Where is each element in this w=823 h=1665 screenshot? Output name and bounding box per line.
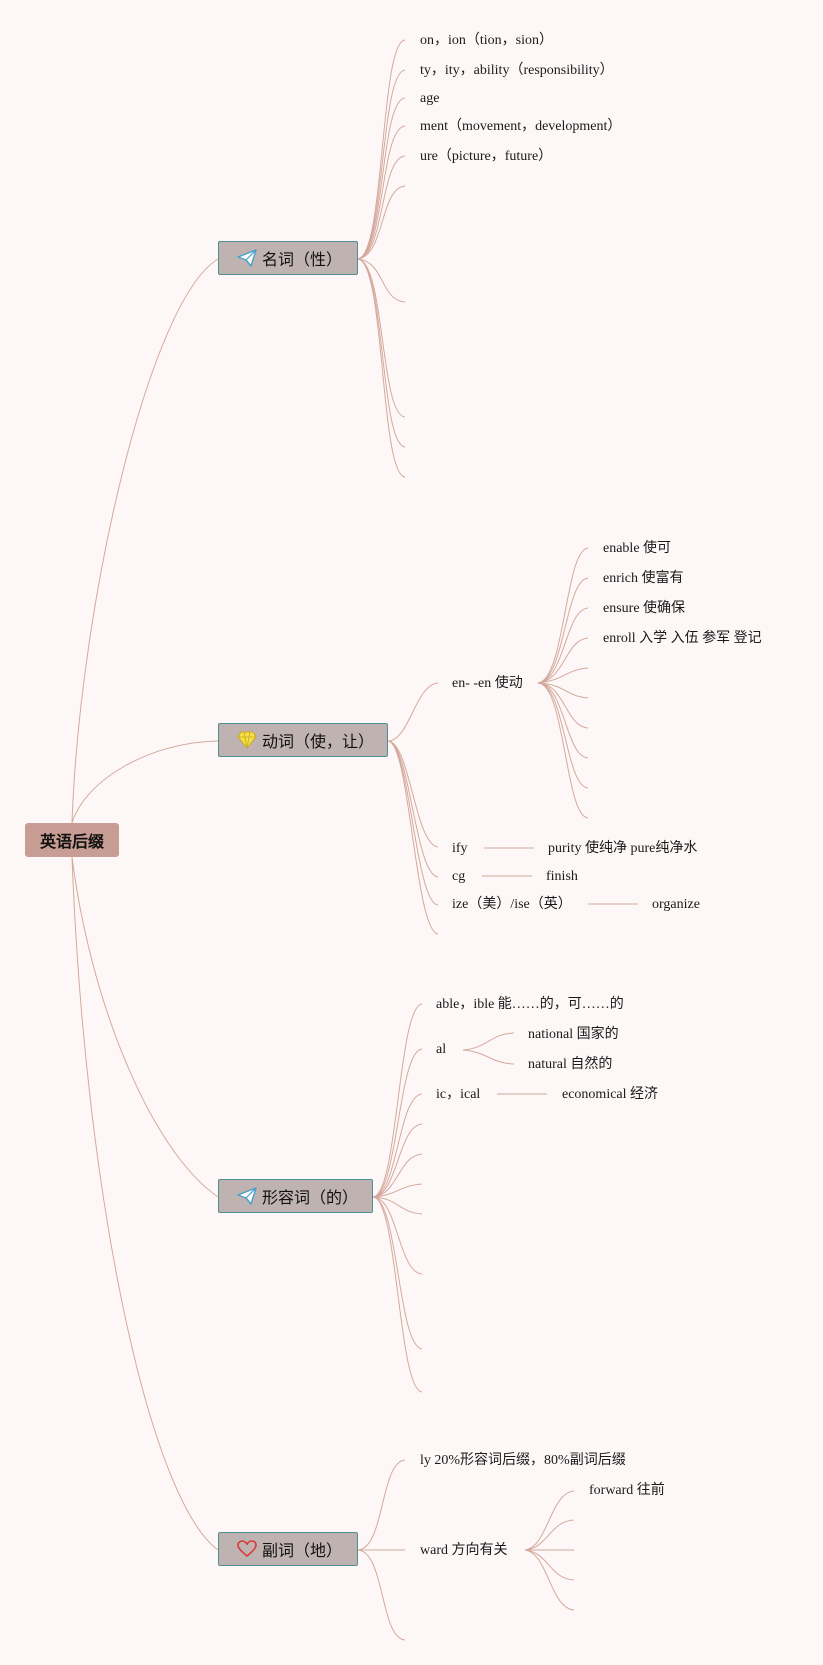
root-node[interactable]: 英语后缀: [25, 823, 119, 857]
suffix-example[interactable]: organize: [652, 897, 700, 912]
branch-verb[interactable]: 动词（使，让）: [218, 723, 388, 757]
adjective-item[interactable]: able，ible 能……的，可……的: [436, 997, 624, 1012]
suffix-example[interactable]: purity 使纯净 pure纯净水: [548, 841, 698, 856]
branch-adjective[interactable]: 形容词（的）: [218, 1179, 373, 1213]
noun-item[interactable]: ure（picture，future）: [420, 149, 553, 164]
suffix-node[interactable]: ize（美）/ise（英）: [452, 897, 572, 912]
en-item[interactable]: enable 使可: [603, 541, 672, 556]
branch-noun[interactable]: 名词（性）: [218, 241, 358, 275]
ward-node[interactable]: ward 方向有关: [420, 1543, 508, 1558]
paper-plane-icon: [237, 1187, 257, 1205]
noun-item[interactable]: ment（movement，development）: [420, 119, 622, 134]
en-item[interactable]: enrich 使富有: [603, 571, 684, 586]
suffix-node[interactable]: ify: [452, 841, 468, 856]
ical-node[interactable]: ic，ical: [436, 1087, 481, 1102]
ly-node[interactable]: ly 20%形容词后缀，80%副词后缀: [420, 1453, 626, 1468]
branch-adverb[interactable]: 副词（地）: [218, 1532, 358, 1566]
en-item[interactable]: ensure 使确保: [603, 601, 686, 616]
en-item[interactable]: enroll 入学 入伍 参军 登记: [603, 631, 762, 646]
suffix-example[interactable]: finish: [546, 869, 578, 884]
noun-item[interactable]: age: [420, 91, 440, 106]
branch-verb-label: 动词（使，让）: [262, 732, 375, 751]
paper-plane-icon: [237, 249, 257, 267]
heart-icon: [237, 1540, 257, 1558]
branch-noun-label: 名词（性）: [262, 250, 343, 269]
al-item[interactable]: natural 自然的: [528, 1057, 613, 1072]
branch-adjective-label: 形容词（的）: [262, 1188, 359, 1207]
noun-item[interactable]: ty，ity，ability（responsibility）: [420, 63, 614, 78]
ical-example[interactable]: economical 经济: [562, 1087, 659, 1102]
branch-adverb-label: 副词（地）: [262, 1541, 343, 1560]
ward-item[interactable]: forward 往前: [589, 1483, 665, 1498]
diamond-icon: [237, 731, 257, 749]
suffix-node[interactable]: cg: [452, 869, 466, 884]
en-node[interactable]: en- -en 使动: [452, 676, 523, 691]
al-item[interactable]: national 国家的: [528, 1027, 619, 1042]
noun-item[interactable]: on，ion（tion，sion）: [420, 33, 554, 48]
al-node[interactable]: al: [436, 1042, 447, 1057]
